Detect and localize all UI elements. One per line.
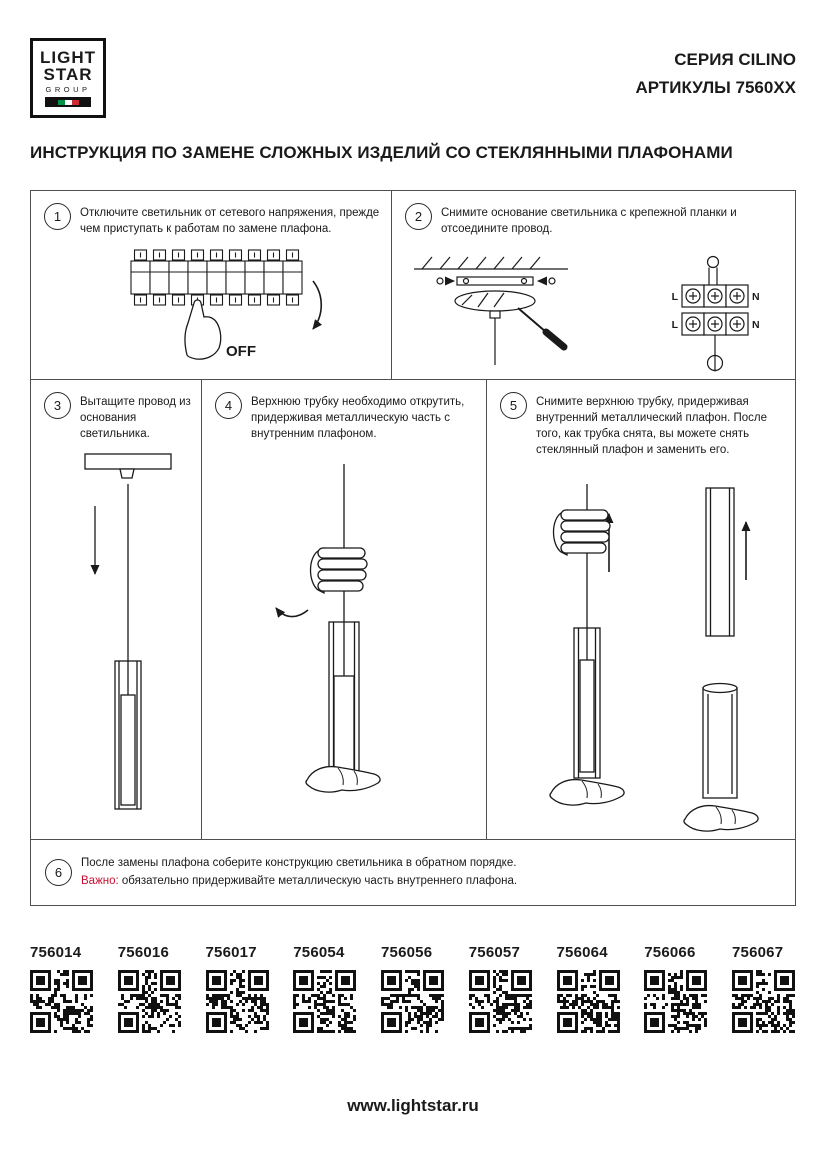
series-title: СЕРИЯ CILINO [674,50,796,69]
step-6-line1: После замены плафона соберите конструкци… [81,857,517,870]
mounting-plate [435,276,556,286]
terminal-block-illustration: L N L N [671,255,760,372]
qr-code [556,970,620,1033]
step-2-cell: 2 Снимите основание светильника с крепеж… [391,191,795,379]
cap-nut-icon [706,255,719,269]
website-url: www.lightstar.ru [347,1096,479,1115]
article-item: 756056 [381,944,445,1033]
article-number: 756067 [732,944,784,961]
pendant-tube [114,660,142,810]
article-item: 756014 [30,944,94,1033]
grip-hand-icon [309,547,368,594]
step-4-cell: 4 Верхнюю трубку необходимо открутить, п… [201,380,486,839]
terminal-label-n-top: N [752,291,760,303]
article-item: 756016 [117,944,182,1033]
turn-off-arrow-icon [312,280,323,330]
ceiling-hatch [413,256,568,270]
italian-flag-icon [45,97,91,108]
pull-cord-illustration [84,453,172,810]
step-1-cell: 1 Отключите светильник от сетевого напря… [31,191,391,379]
logo-text-star: STAR [43,65,93,84]
terminal-label-n-bottom: N [752,319,760,331]
article-number: 756016 [117,944,170,961]
step-2-text: Снимите основание светильника с крепежно… [441,207,737,235]
step-5-number-badge: 5 [500,392,527,419]
terminal-label-l-bottom: L [671,319,678,331]
unscrew-tube-illustration [275,464,381,793]
article-item: 756064 [556,944,621,1033]
lightstar-logo: LIGHT STAR GROUP [30,38,106,118]
header-right: СЕРИЯ CILINO АРТИКУЛЫ 7560XX [635,50,796,98]
palm-hand-icon [683,804,759,832]
qr-code [205,970,269,1033]
logo-text-light: LIGHT [40,47,96,67]
article-item: 756057 [468,944,533,1033]
ceiling-mount-illustration [413,256,568,365]
qr-code [293,970,357,1033]
canopy [453,290,536,365]
pointing-hand-icon [184,299,222,360]
qr-code [381,970,444,1033]
unscrew-arrow-icon [275,607,309,618]
important-label: Важно: [81,874,119,887]
step-1-text: Отключите светильник от сетевого напряже… [80,207,380,235]
qr-code [644,970,708,1033]
articles-row: 756014 756016 756017 756054 756056 756057 7560… [30,944,796,1033]
article-number: 756066 [644,944,696,961]
pendant-tube [573,627,601,779]
step-4-number-badge: 4 [215,392,242,419]
step-5-text: Снимите верхнюю трубку, придерживая внут… [536,396,767,456]
step-6-line2: Важно: обязательно придерживайте металли… [81,873,517,890]
pendant-tube [328,621,360,773]
step-5-cell: 5 Снимите верхнюю трубку, придерживая вн… [486,380,795,839]
breaker-panel-illustration: OFF [130,249,323,360]
page-title: ИНСТРУКЦИЯ ПО ЗАМЕНЕ СЛОЖНЫХ ИЗДЕЛИЙ СО … [30,143,733,162]
step-6-number-badge: 6 [45,859,72,886]
remove-tube-illustration [549,484,759,832]
screwdriver-icon [516,307,567,351]
article-item: 756066 [644,944,708,1033]
step-6-line2-text: обязательно придерживайте металлическую … [121,874,518,887]
qr-code [732,970,795,1033]
ceiling-base [84,453,172,470]
step-3-cell: 3 Вытащите провод из основания светильни… [31,380,201,839]
terminal-row-top [680,284,749,308]
article-number: 756057 [468,944,521,961]
article-number: 756054 [293,944,345,961]
palm-hand-icon [305,765,381,793]
breaker-strip [130,249,303,306]
article-item: 756017 [205,944,270,1033]
metal-shade [702,682,738,799]
step-6-cell: 6 После замены плафона соберите конструк… [31,840,795,905]
step-2-number-badge: 2 [405,203,432,230]
ground-screw-icon [706,335,723,372]
grip-hand-icon [552,509,611,556]
articles-title: АРТИКУЛЫ 7560XX [635,78,796,97]
qr-code [117,970,181,1033]
step-3-text: Вытащите провод из основания светильника… [80,396,191,440]
off-label: OFF [226,343,256,360]
glass-tube-removed [705,487,735,637]
terminal-label-l-top: L [671,291,678,303]
step-6-text: После замены плафона соберите конструкци… [81,855,517,890]
logo-text-group: GROUP [45,85,91,95]
palm-hand-icon [549,778,625,806]
step-4-text: Верхнюю трубку необходимо открутить, при… [251,396,465,440]
instruction-table: 1 Отключите светильник от сетевого напря… [30,190,796,906]
terminal-row-bottom [680,312,749,336]
qr-code [468,970,532,1033]
article-number: 756014 [30,944,82,961]
article-item: 756067 [732,944,796,1033]
article-item: 756054 [293,944,357,1033]
qr-code [30,970,93,1033]
article-number: 756017 [205,944,257,961]
article-number: 756056 [381,944,433,961]
article-number: 756064 [556,944,608,961]
step-3-number-badge: 3 [44,392,71,419]
step-1-number-badge: 1 [44,203,71,230]
